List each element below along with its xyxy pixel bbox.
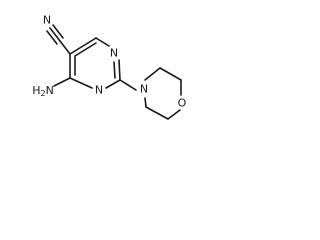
bond-c2-n3 xyxy=(105,79,121,89)
bond-c5-c6-inner xyxy=(74,42,97,57)
pyrimidine-ring xyxy=(69,37,121,89)
amino-label: H2N xyxy=(32,84,54,98)
amino-text: H2N xyxy=(32,84,54,98)
bond-cn-triple-1 xyxy=(46,30,58,45)
morpholine-ring xyxy=(144,67,182,120)
bond-ca-cb xyxy=(159,67,182,81)
bond-n1-c2-inner xyxy=(113,61,116,79)
bond-cn-triple-3 xyxy=(52,24,64,39)
nitrile-group xyxy=(46,24,71,55)
bond-c5-c6 xyxy=(69,37,97,55)
ring-n1-label: N xyxy=(110,47,118,60)
amino-char: H xyxy=(32,84,40,97)
bond-o-cc xyxy=(167,109,181,120)
bond-c4-amino xyxy=(53,77,71,87)
bond-cn-triple-2 xyxy=(49,27,61,42)
amino-subscript: 2 xyxy=(40,89,45,98)
bond-cd-mn xyxy=(144,97,147,108)
bond-n3-c4 xyxy=(69,77,93,89)
morpholine-o-label: O xyxy=(178,97,187,110)
molecule-structure: N N N N O H2N xyxy=(32,14,187,120)
amino-char: N xyxy=(46,84,54,97)
bond-c5-cn xyxy=(59,40,71,55)
bond-c6-n1 xyxy=(95,37,110,47)
bond-n1-c2 xyxy=(118,59,121,81)
ring-n3-label: N xyxy=(95,84,103,97)
bond-cc-cd xyxy=(145,106,169,120)
bond-c2-morpholine-n xyxy=(119,79,137,91)
nitrile-n-label: N xyxy=(43,14,51,27)
bond-mn-ca xyxy=(144,67,161,81)
morpholine-n-label: N xyxy=(140,83,148,96)
